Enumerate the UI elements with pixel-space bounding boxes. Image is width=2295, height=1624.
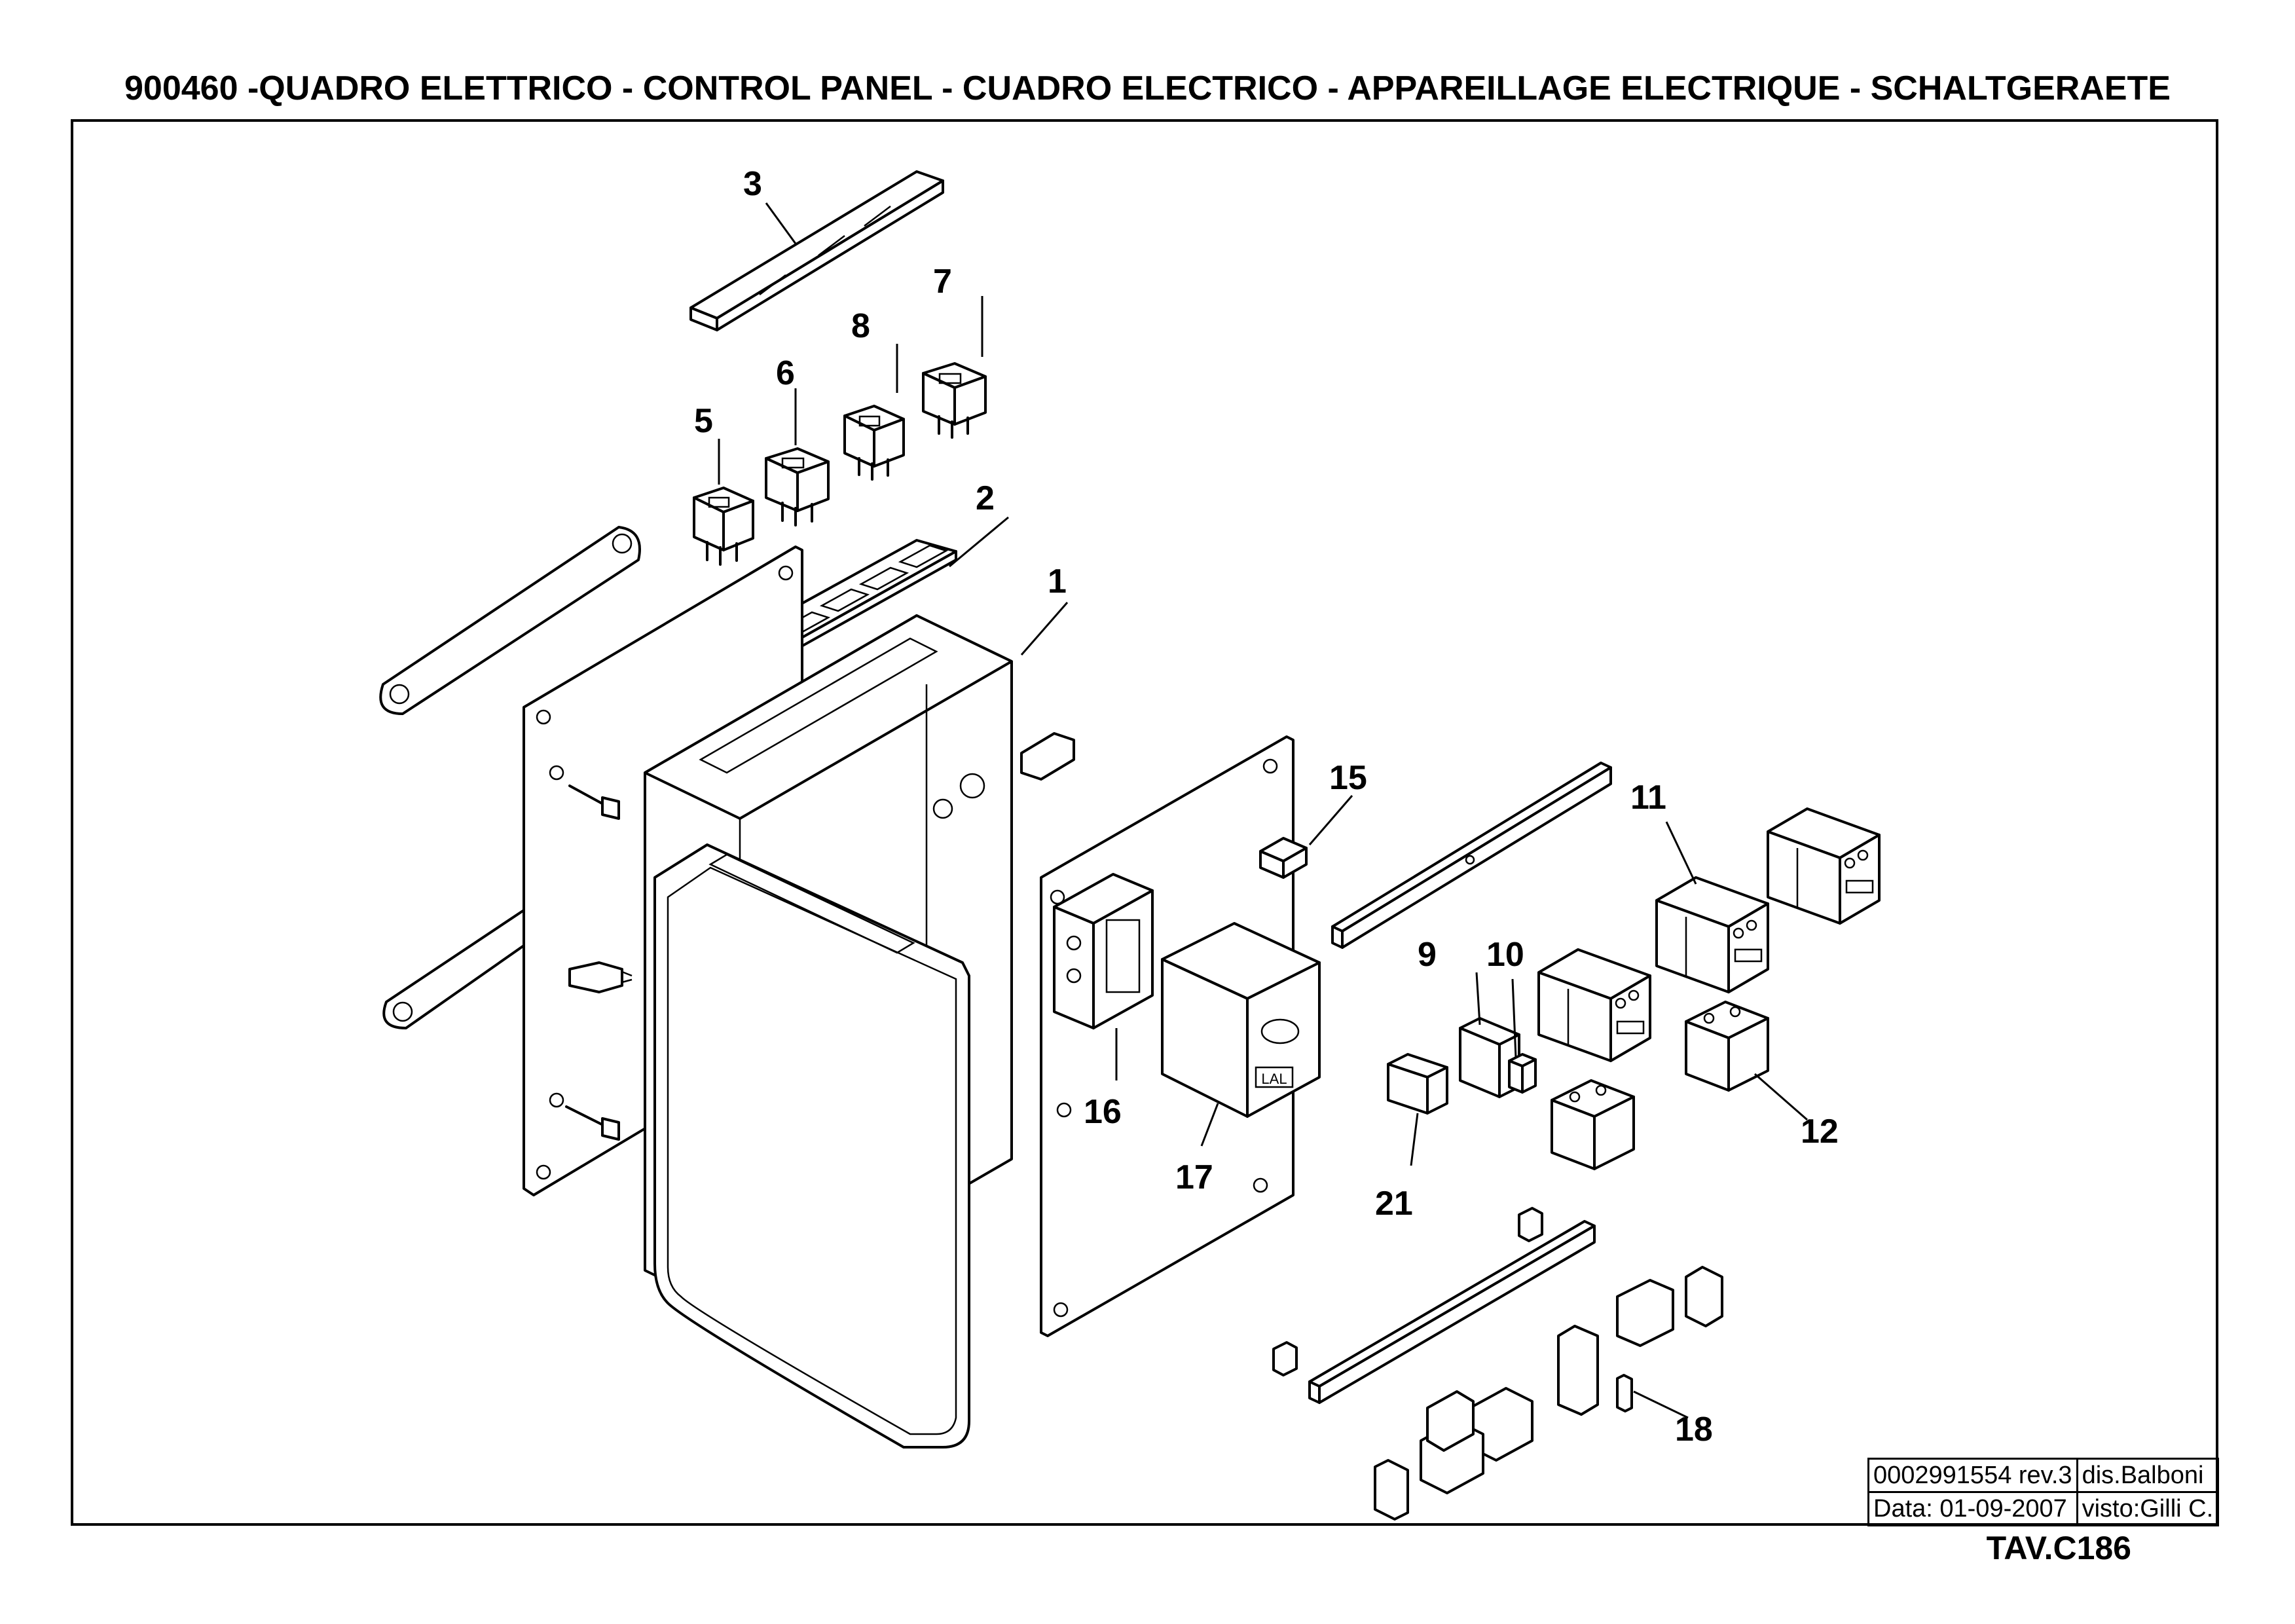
part-8-switch[interactable]: [843, 405, 905, 481]
top-handle-bar: [379, 526, 641, 715]
lower-din-rail: [1308, 1220, 1596, 1404]
part-6-switch[interactable]: [765, 447, 830, 526]
terminal-block-group[interactable]: [1420, 1266, 1723, 1494]
callout-3: 3: [743, 165, 762, 203]
part-16-terminal-base[interactable]: [1053, 873, 1154, 1029]
bottom-handle-bar: [382, 909, 538, 1029]
part-7-switch[interactable]: [922, 362, 987, 439]
part-12-thermal-relay[interactable]: [1685, 1001, 1769, 1092]
title-block: 0002991554 rev.3 dis.Balboni Data: 01-09…: [1867, 1458, 2220, 1526]
bottom-bolt: [565, 1105, 620, 1141]
thermal-relay-left[interactable]: [1551, 1079, 1635, 1170]
end-stop[interactable]: [1557, 1325, 1599, 1416]
checked-by: visto:Gilli C.: [2076, 1491, 2220, 1526]
drawing-number: 0002991554 rev.3: [1867, 1458, 2078, 1493]
callout-11: 11: [1630, 779, 1666, 817]
callout-17: 17: [1175, 1158, 1213, 1196]
part-5-switch[interactable]: [693, 487, 754, 566]
table-code: TAV.C186: [1986, 1530, 2131, 1566]
contactor-middle[interactable]: [1537, 948, 1651, 1062]
contactor-top-right[interactable]: [1767, 807, 1881, 925]
callout-labels: 3 7 8 6 5 2 1 15 11 9 10 12 16 17 21 18: [694, 165, 1839, 1449]
callout-2: 2: [976, 479, 995, 517]
part-18-fuse[interactable]: [1616, 1374, 1633, 1412]
drawing-date: Data: 01-09-2007: [1867, 1491, 2078, 1526]
callout-18: 18: [1675, 1411, 1713, 1449]
upper-din-rail: [1331, 762, 1612, 949]
callout-16: 16: [1084, 1093, 1122, 1131]
callout-6: 6: [776, 354, 795, 392]
drawn-by: dis.Balboni: [2076, 1458, 2220, 1493]
callout-9: 9: [1418, 936, 1437, 974]
callout-12: 12: [1801, 1113, 1839, 1151]
callout-21: 21: [1375, 1185, 1413, 1223]
part-11-contactor[interactable]: [1655, 876, 1769, 993]
standoff-left: [1272, 1341, 1298, 1376]
part-17-control-module[interactable]: LAL: [1161, 922, 1321, 1118]
cable-gland-left: [568, 961, 633, 993]
callout-1: 1: [1048, 563, 1067, 600]
sheet-title: 900460 -QUADRO ELETTRICO - CONTROL PANEL…: [124, 69, 2171, 107]
callout-10: 10: [1486, 936, 1524, 974]
part-21-module[interactable]: [1387, 1053, 1448, 1115]
part-15-clip[interactable]: [1259, 837, 1308, 879]
front-cover: [653, 843, 970, 1449]
standoff-right: [1518, 1207, 1543, 1242]
cable-gland-right: [1020, 732, 1075, 781]
drawing-frame: [71, 119, 2218, 1526]
terminal-end-clip[interactable]: [1374, 1459, 1409, 1521]
module-label: LAL: [1261, 1071, 1287, 1087]
part-3-cover-strip[interactable]: [689, 170, 944, 331]
callout-8: 8: [851, 307, 870, 345]
callout-7: 7: [933, 263, 952, 301]
callout-5: 5: [694, 402, 713, 440]
top-bolt: [568, 784, 620, 820]
callout-15: 15: [1329, 759, 1367, 797]
leader-lines: [718, 202, 1808, 1419]
part-10-relay[interactable]: [1508, 1053, 1537, 1094]
